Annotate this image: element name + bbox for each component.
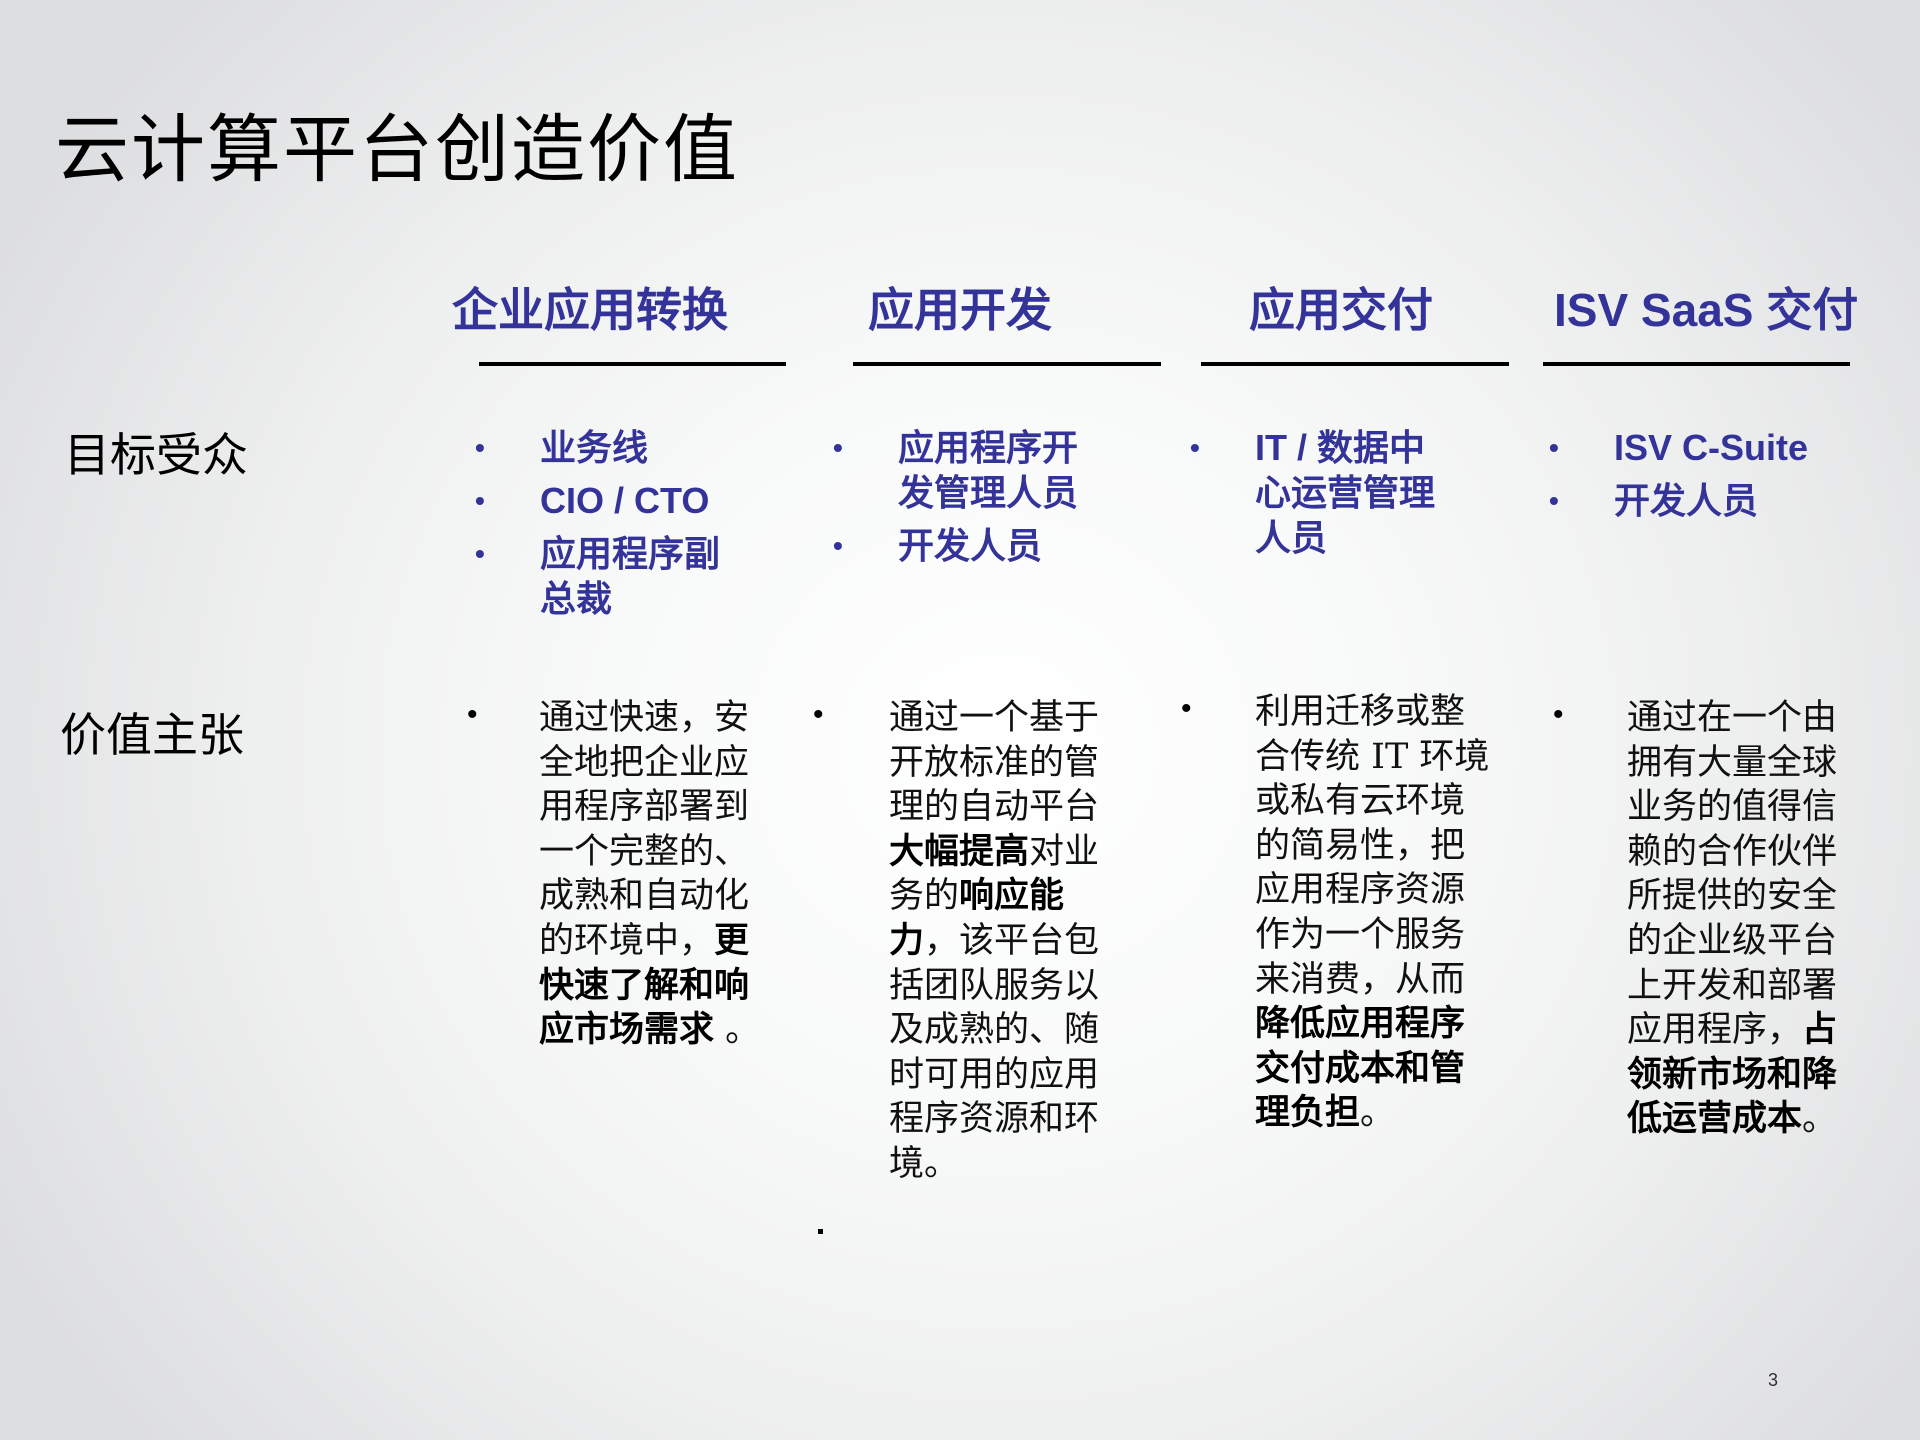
audience-item: •IT / 数据中心运营管理人员 (1190, 427, 1436, 558)
column-underline (1543, 362, 1850, 366)
audience-list-col3: •IT / 数据中心运营管理人员 (1190, 425, 1455, 568)
bullet-icon: • (475, 538, 485, 569)
bullet-icon: • (813, 698, 824, 731)
audience-item: •开发人员 (833, 525, 1043, 566)
audience-item: •应用程序副总裁 (475, 533, 721, 619)
bullet-icon: • (1549, 485, 1559, 516)
column-header-isv-saas-delivery: ISV SaaS 交付 (1554, 284, 1859, 336)
bullet-icon: • (467, 698, 478, 731)
value-proposition-col4: 通过在一个由拥有大量全球业务的值得信赖的合作伙伴所提供的安全的企业级平台上开发和… (1627, 698, 1838, 1140)
value-proposition-col3: 利用迁移或整合传统 IT 环境或私有云环境的简易性，把应用程序资源作为一个服务来… (1255, 692, 1490, 1134)
page-number: 3 (1768, 1370, 1779, 1390)
audience-list-col1: •业务线 •CIO / CTO •应用程序副总裁 (475, 425, 740, 629)
bullet-icon: • (475, 432, 485, 463)
slide-title: 云计算平台创造价值 (55, 107, 739, 193)
bullet-icon: • (833, 432, 843, 463)
value-proposition-col2: 通过一个基于开放标准的管理的自动平台大幅提高对业务的响应能力，该平台包括团队服务… (889, 698, 1100, 1184)
column-header-enterprise-app-transform: 企业应用转换 (452, 284, 728, 336)
bullet-icon: • (1181, 692, 1192, 725)
audience-list-col2: •应用程序开发管理人员 •开发人员 (833, 425, 1098, 576)
audience-item: •应用程序开发管理人员 (833, 427, 1079, 513)
stray-dot (818, 1229, 823, 1234)
column-underline (853, 362, 1161, 366)
column-header-app-development: 应用开发 (868, 284, 1052, 336)
audience-item: •ISV C-Suite (1549, 427, 1809, 468)
audience-item: •开发人员 (1549, 480, 1759, 521)
column-underline (479, 362, 786, 366)
bullet-icon: • (1190, 432, 1200, 463)
bullet-icon: • (1549, 432, 1559, 463)
audience-item: •CIO / CTO (475, 480, 710, 521)
audience-list-col4: •ISV C-Suite •开发人员 (1549, 425, 1874, 531)
column-header-app-delivery: 应用交付 (1249, 284, 1433, 336)
bullet-icon: • (833, 530, 843, 561)
bullet-icon: • (475, 485, 485, 516)
row-label-value-proposition: 价值主张 (60, 708, 244, 762)
column-underline (1201, 362, 1509, 366)
row-label-target-audience: 目标受众 (64, 428, 248, 482)
bullet-icon: • (1553, 698, 1564, 731)
audience-item: •业务线 (475, 427, 649, 468)
value-proposition-col1: 通过快速，安全地把企业应用程序部署到一个完整的、成熟和自动化的环境中，更快速了解… (539, 698, 761, 1051)
